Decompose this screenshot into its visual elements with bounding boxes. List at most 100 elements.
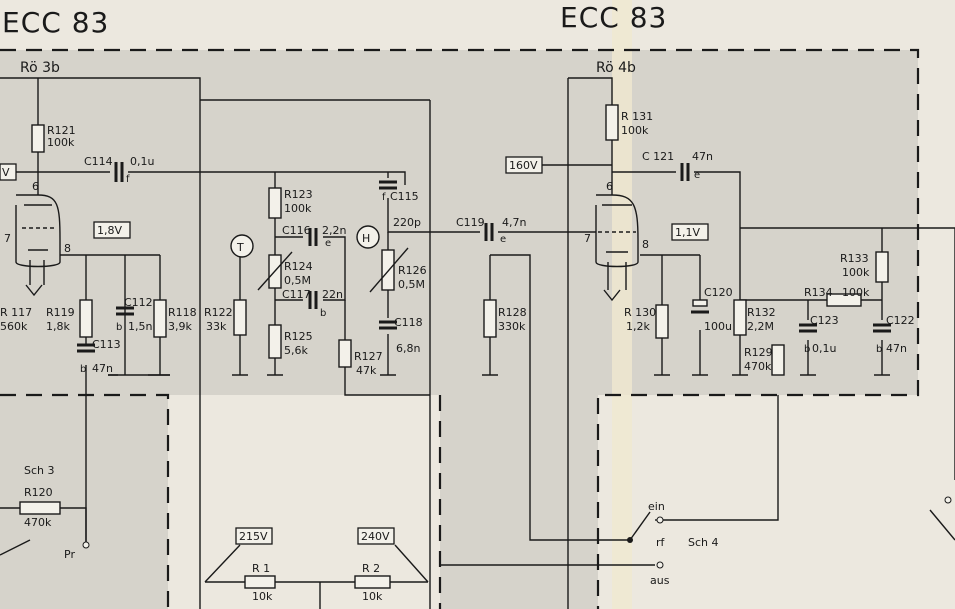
resistor-r131 bbox=[605, 104, 619, 141]
resistor-r130 bbox=[655, 304, 669, 339]
label-r124: R124 bbox=[284, 260, 313, 273]
capacitor-c119 bbox=[484, 223, 494, 241]
mark-e-c121: e bbox=[694, 170, 700, 181]
title-right: ECC 83 bbox=[560, 1, 667, 34]
value-r121: 100k bbox=[47, 136, 75, 149]
tube-label-left: Rö 3b bbox=[20, 60, 60, 76]
value-r2: 10k bbox=[362, 590, 383, 603]
voltage-markers: V 1,8V 160V 1,1V 215V 240V bbox=[0, 156, 709, 545]
voltage-left: V bbox=[2, 166, 10, 179]
value-r123: 100k bbox=[284, 202, 312, 215]
switch-rf-label: rf bbox=[656, 536, 666, 549]
value-r132: 2,2M bbox=[747, 320, 774, 333]
resistor-r128 bbox=[483, 299, 497, 338]
label-c119: C119 bbox=[456, 216, 485, 229]
tube-ro3b: 6 7 8 bbox=[4, 180, 71, 285]
voltage-1-8v: 1,8V bbox=[97, 224, 122, 237]
resistor-r133 bbox=[875, 251, 889, 283]
voltage-240v: 240V bbox=[361, 530, 390, 543]
switch-labels: Sch 3 Pr ein rf Sch 4 aus bbox=[24, 464, 719, 587]
capacitor-c123 bbox=[799, 323, 817, 333]
value-c114: 0,1u bbox=[130, 155, 154, 168]
capacitor-c117 bbox=[308, 291, 318, 309]
value-r129: 470k bbox=[744, 360, 772, 373]
capacitor-c115 bbox=[379, 180, 397, 190]
resistor-r123 bbox=[268, 187, 282, 219]
label-c121: C 121 bbox=[642, 150, 674, 163]
light-strip bbox=[612, 0, 632, 609]
resistor-r2 bbox=[354, 575, 391, 589]
resistors bbox=[19, 104, 889, 589]
capacitor-c122 bbox=[873, 323, 891, 333]
shaded-panel bbox=[0, 50, 918, 609]
label-r120: R120 bbox=[24, 486, 53, 499]
pin-6-right: 6 bbox=[606, 180, 613, 193]
value-r125: 5,6k bbox=[284, 344, 308, 357]
capacitor-c121 bbox=[680, 163, 690, 181]
mark-e-c119: e bbox=[500, 234, 506, 245]
switch-contacts bbox=[82, 496, 952, 569]
resistor-r1 bbox=[244, 575, 276, 589]
resistor-r121 bbox=[31, 124, 45, 153]
wiring bbox=[0, 77, 955, 609]
value-c112: 1,5n bbox=[128, 320, 152, 333]
switch-ein-label: ein bbox=[648, 500, 665, 513]
value-c116: 2,2n bbox=[322, 224, 346, 237]
label-r121: R121 bbox=[47, 124, 76, 137]
capacitor-c116 bbox=[308, 228, 318, 246]
label-r131: R 131 bbox=[621, 110, 653, 123]
value-r117: 560k bbox=[0, 320, 28, 333]
value-c121: 47n bbox=[692, 150, 713, 163]
label-r119: R119 bbox=[46, 306, 75, 319]
value-r127: 47k bbox=[356, 364, 377, 377]
capacitors bbox=[77, 162, 891, 353]
tube-label-right: Rö 4b bbox=[596, 60, 636, 76]
value-c123: 0,1u bbox=[812, 342, 836, 355]
capacitor-c114 bbox=[114, 162, 124, 182]
label-r132: R132 bbox=[747, 306, 776, 319]
label-r128: R128 bbox=[498, 306, 527, 319]
label-c120: C120 bbox=[704, 286, 733, 299]
resistor-r129 bbox=[771, 344, 785, 376]
label-c112: C112 bbox=[124, 296, 153, 309]
value-c118: 6,8n bbox=[396, 342, 420, 355]
resistor-r125 bbox=[268, 324, 282, 359]
label-r129: R129 bbox=[744, 346, 773, 359]
value-r128: 330k bbox=[498, 320, 526, 333]
value-c120: 100u bbox=[704, 320, 732, 333]
shield-boundary bbox=[0, 48, 920, 609]
label-c115: C115 bbox=[390, 190, 419, 203]
value-c115: 220p bbox=[393, 216, 421, 229]
value-r134: 100k bbox=[842, 286, 870, 299]
resistor-r118 bbox=[153, 299, 167, 338]
label-r133: R133 bbox=[840, 252, 869, 265]
switch-sch3-label: Sch 3 bbox=[24, 464, 55, 477]
value-c113: 47n bbox=[92, 362, 113, 375]
value-r119: 1,8k bbox=[46, 320, 70, 333]
value-r1: 10k bbox=[252, 590, 273, 603]
label-r125: R125 bbox=[284, 330, 313, 343]
voltage-1-1v: 1,1V bbox=[675, 226, 700, 239]
pot-arrow-r126 bbox=[369, 247, 409, 293]
value-r120: 470k bbox=[24, 516, 52, 529]
value-c117: 22n bbox=[322, 288, 343, 301]
value-r122: 33k bbox=[206, 320, 227, 333]
mark-b-c123: b bbox=[804, 344, 810, 355]
label-r134: R134 bbox=[804, 286, 833, 299]
component-labels: R121 100k C114 0,1u R 117 560k R119 1,8k… bbox=[0, 110, 915, 603]
value-r126: 0,5M bbox=[398, 278, 425, 291]
label-r130: R 130 bbox=[624, 306, 656, 319]
label-c118: C118 bbox=[394, 316, 423, 329]
label-r2: R 2 bbox=[362, 562, 380, 575]
value-r133: 100k bbox=[842, 266, 870, 279]
label-r126: R126 bbox=[398, 264, 427, 277]
mark-e-c116: e bbox=[325, 238, 331, 249]
value-r131: 100k bbox=[621, 124, 649, 137]
mark-b-c117: b bbox=[320, 308, 326, 319]
resistor-r126 bbox=[381, 249, 395, 291]
title-left: ECC 83 bbox=[2, 6, 109, 39]
tube-ro4b: 6 7 8 bbox=[584, 180, 649, 290]
pin-7-left: 7 bbox=[4, 232, 11, 245]
tone-controls: T H bbox=[230, 225, 380, 258]
label-r1: R 1 bbox=[252, 562, 270, 575]
